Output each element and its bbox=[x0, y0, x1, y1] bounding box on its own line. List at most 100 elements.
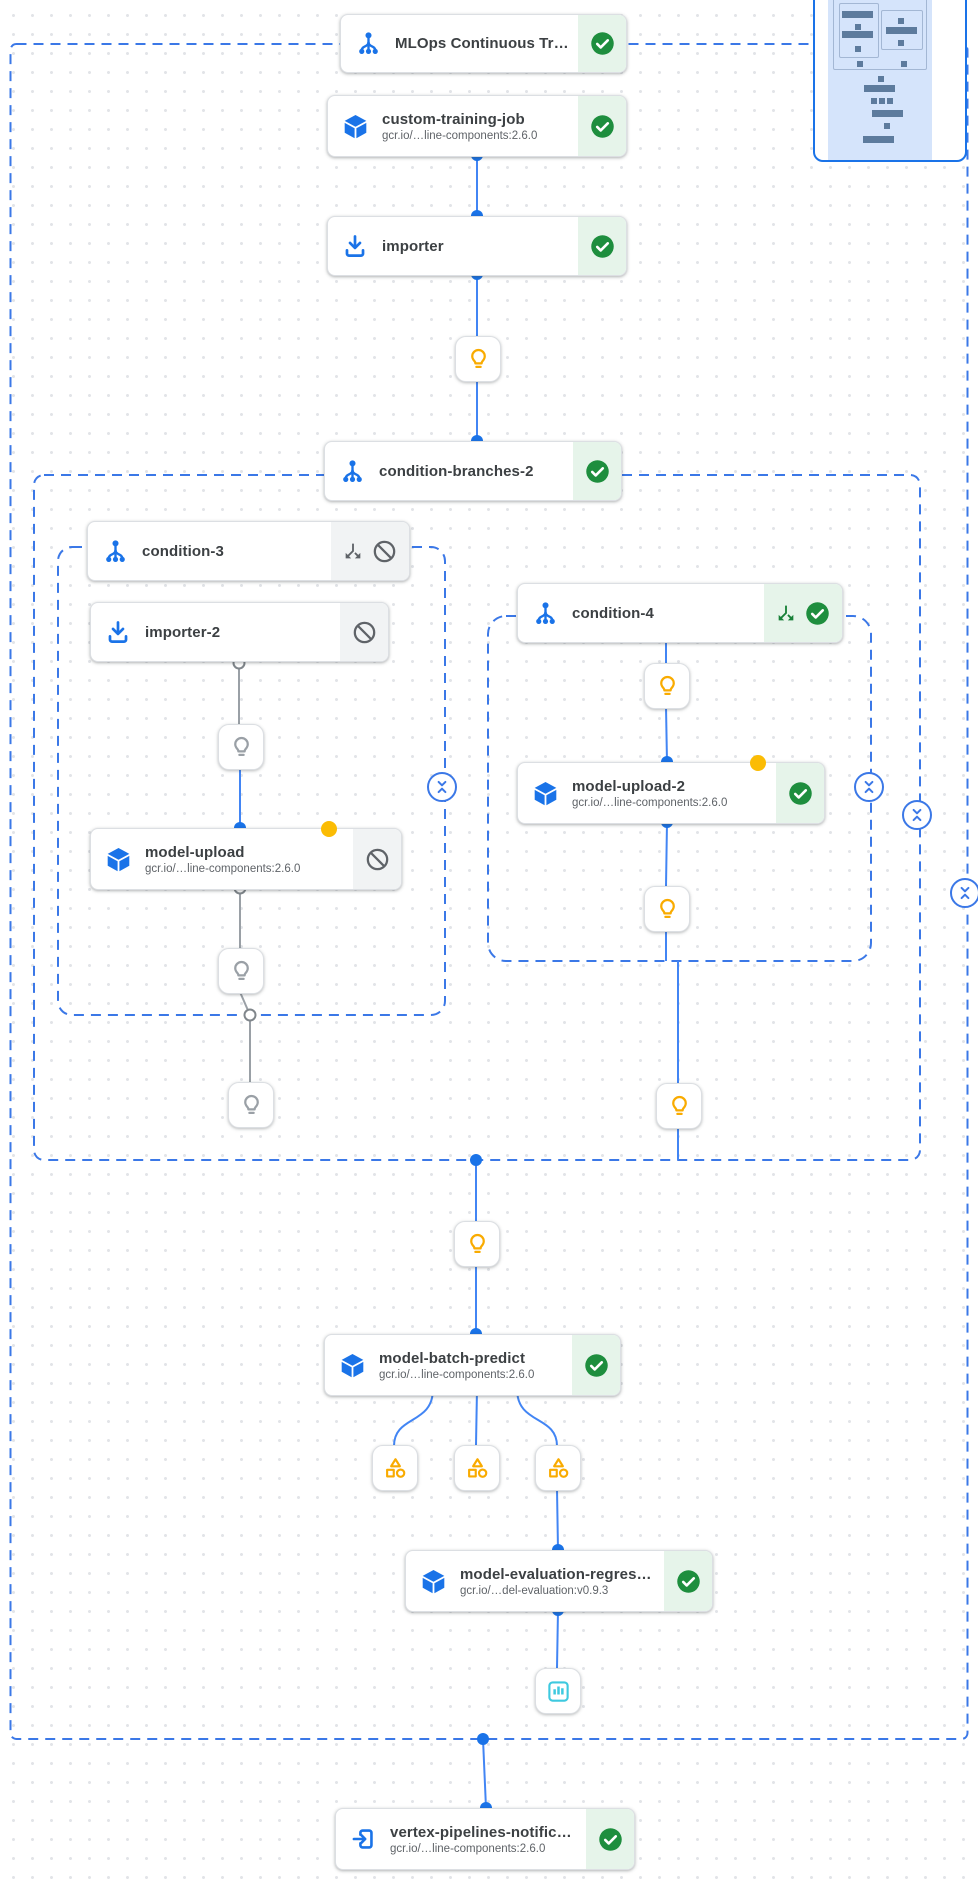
lightbulb-icon bbox=[466, 347, 491, 372]
lightbulb-icon bbox=[239, 1093, 264, 1118]
collapse-condition-4-button[interactable] bbox=[854, 772, 884, 802]
artifact-icon bbox=[546, 1456, 571, 1481]
node-condition-branches-2[interactable]: condition-branches-2 bbox=[324, 441, 622, 501]
lightbulb-icon bbox=[655, 897, 680, 922]
pipeline-icon bbox=[325, 442, 379, 500]
artifact-batch-predict-artifact-3[interactable] bbox=[535, 1445, 581, 1491]
node-status bbox=[578, 217, 626, 275]
blocked-icon bbox=[351, 619, 378, 646]
minimap-node bbox=[887, 98, 893, 104]
minimap-group-box bbox=[833, 0, 927, 70]
edge bbox=[475, 1388, 478, 1446]
check-circle-icon bbox=[584, 458, 611, 485]
node-status bbox=[331, 522, 409, 580]
node-condition-4[interactable]: condition-4 bbox=[517, 583, 843, 643]
exit-to-app-icon bbox=[336, 1809, 390, 1869]
node-title: vertex-pipelines-notificat… bbox=[390, 1823, 580, 1841]
artifact-param-model-upload-out[interactable] bbox=[218, 948, 264, 994]
minimap-node bbox=[855, 46, 861, 52]
node-status bbox=[578, 96, 626, 156]
collapse-condition-branches-2-button[interactable] bbox=[902, 800, 932, 830]
minimap-node bbox=[898, 40, 904, 46]
node-title: condition-3 bbox=[142, 542, 224, 560]
node-title: importer bbox=[382, 237, 444, 255]
check-circle-icon bbox=[589, 30, 616, 57]
collapse-condition-3-button[interactable] bbox=[427, 772, 457, 802]
node-mlops-root[interactable]: MLOps Continuous Traini… bbox=[340, 14, 627, 73]
minimap[interactable] bbox=[813, 0, 967, 162]
artifact-param-after-importer[interactable] bbox=[455, 336, 501, 382]
collapse-icon bbox=[957, 885, 973, 901]
node-model-batch-predict[interactable]: model-batch-predict gcr.io/…line-compone… bbox=[324, 1334, 621, 1396]
pipeline-icon bbox=[88, 522, 142, 580]
artifact-param-condition4-in[interactable] bbox=[644, 663, 690, 709]
artifact-batch-predict-artifact-1[interactable] bbox=[372, 1445, 418, 1491]
artifact-param-before-batch-predict[interactable] bbox=[454, 1221, 500, 1267]
node-subtitle: gcr.io/…line-components:2.6.0 bbox=[379, 1368, 535, 1381]
pending-output-badge bbox=[750, 755, 766, 771]
node-model-evaluation-regression[interactable]: model-evaluation-regres… gcr.io/…del-eva… bbox=[405, 1550, 713, 1612]
node-status bbox=[764, 584, 842, 642]
node-title: importer-2 bbox=[145, 623, 221, 641]
node-title: MLOps Continuous Traini… bbox=[395, 35, 572, 52]
lightbulb-icon bbox=[465, 1232, 490, 1257]
edge bbox=[556, 1609, 559, 1669]
artifact-icon bbox=[465, 1456, 490, 1481]
edge bbox=[516, 1388, 558, 1447]
node-custom-training-job[interactable]: custom-training-job gcr.io/…line-compone… bbox=[327, 95, 627, 157]
artifact-param-after-model-upload-2[interactable] bbox=[644, 886, 690, 932]
node-status bbox=[578, 15, 626, 72]
minimap-node bbox=[842, 31, 873, 38]
metrics-icon bbox=[546, 1679, 571, 1704]
minimap-node bbox=[864, 85, 895, 92]
collapse-root-button[interactable] bbox=[950, 878, 978, 908]
artifact-param-condition3-out[interactable] bbox=[228, 1082, 274, 1128]
node-model-upload[interactable]: model-upload gcr.io/…line-components:2.6… bbox=[90, 821, 402, 890]
artifact-batch-predict-artifact-2[interactable] bbox=[454, 1445, 500, 1491]
minimap-node bbox=[878, 76, 884, 82]
lightbulb-icon bbox=[667, 1094, 692, 1119]
node-title: condition-4 bbox=[572, 604, 654, 622]
cube-icon bbox=[406, 1551, 460, 1611]
minimap-node bbox=[901, 61, 907, 67]
minimap-node bbox=[857, 61, 863, 67]
download-icon bbox=[328, 217, 382, 275]
edge bbox=[482, 1738, 487, 1809]
lightbulb-icon bbox=[229, 959, 254, 984]
check-circle-icon bbox=[804, 600, 831, 627]
download-icon bbox=[91, 603, 145, 661]
check-circle-icon bbox=[589, 113, 616, 140]
node-title: custom-training-job bbox=[382, 110, 525, 128]
node-condition-3[interactable]: condition-3 bbox=[87, 521, 410, 581]
minimap-node bbox=[879, 98, 885, 104]
cube-icon bbox=[91, 829, 145, 889]
pipeline-icon bbox=[518, 584, 572, 642]
node-status bbox=[572, 1335, 620, 1395]
node-importer-2[interactable]: importer-2 bbox=[90, 602, 389, 662]
edge-port-dot-hollow bbox=[243, 1008, 257, 1022]
edge bbox=[665, 821, 668, 887]
node-subtitle: gcr.io/…line-components:2.6.0 bbox=[382, 129, 538, 142]
cube-icon bbox=[518, 763, 572, 823]
check-circle-icon bbox=[589, 233, 616, 260]
node-importer[interactable]: importer bbox=[327, 216, 627, 276]
minimap-group-box bbox=[839, 3, 879, 58]
edge bbox=[665, 706, 668, 763]
artifact-param-importer2-out[interactable] bbox=[218, 724, 264, 770]
minimap-node bbox=[898, 18, 904, 24]
check-circle-icon bbox=[597, 1826, 624, 1853]
node-model-upload-2[interactable]: model-upload-2 gcr.io/…line-components:2… bbox=[517, 755, 825, 824]
node-vertex-pipelines-notification[interactable]: vertex-pipelines-notificat… gcr.io/…line… bbox=[335, 1808, 635, 1870]
artifact-evaluation-metrics-artifact[interactable] bbox=[535, 1668, 581, 1714]
artifact-icon bbox=[383, 1456, 408, 1481]
artifact-param-condition4-out[interactable] bbox=[656, 1083, 702, 1129]
minimap-node bbox=[872, 110, 903, 117]
check-circle-icon bbox=[787, 780, 814, 807]
node-status bbox=[776, 763, 824, 823]
split-down-icon bbox=[342, 540, 364, 562]
node-status bbox=[573, 442, 621, 500]
node-status bbox=[586, 1809, 634, 1869]
node-subtitle: gcr.io/…del-evaluation:v0.9.3 bbox=[460, 1584, 609, 1597]
edge bbox=[556, 1488, 559, 1551]
